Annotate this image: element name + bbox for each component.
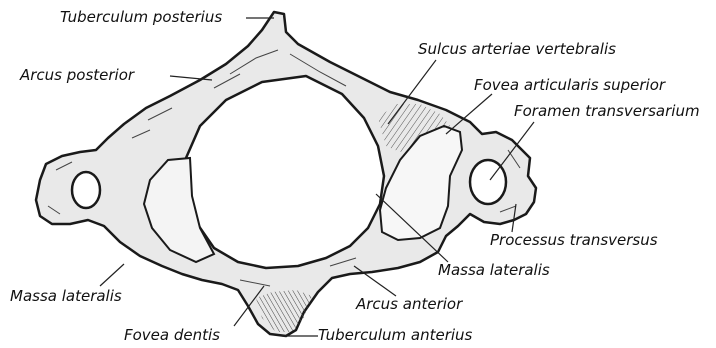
label-arcus-anterior: Arcus anterior [356, 297, 462, 312]
label-fovea-dentis: Fovea dentis [124, 328, 220, 343]
label-massa-lateralis-right: Massa lateralis [438, 263, 550, 278]
label-tuberculum-posterius: Tuberculum posterius [60, 10, 222, 25]
label-massa-lateralis-left: Massa lateralis [10, 289, 122, 304]
label-fovea-articularis-superior: Fovea articularis superior [474, 78, 665, 93]
foramen-transversarium-left [72, 172, 100, 208]
label-processus-transversus: Processus transversus [490, 233, 658, 248]
label-foramen-transversarium: Foramen transversarium [514, 104, 700, 119]
label-sulcus-arteriae-vertebralis: Sulcus arteriae vertebralis [418, 42, 616, 57]
label-arcus-posterior: Arcus posterior [20, 68, 134, 83]
leader-massa-lateralis-left [100, 264, 124, 286]
label-tuberculum-anterius: Tuberculum anterius [318, 328, 472, 343]
